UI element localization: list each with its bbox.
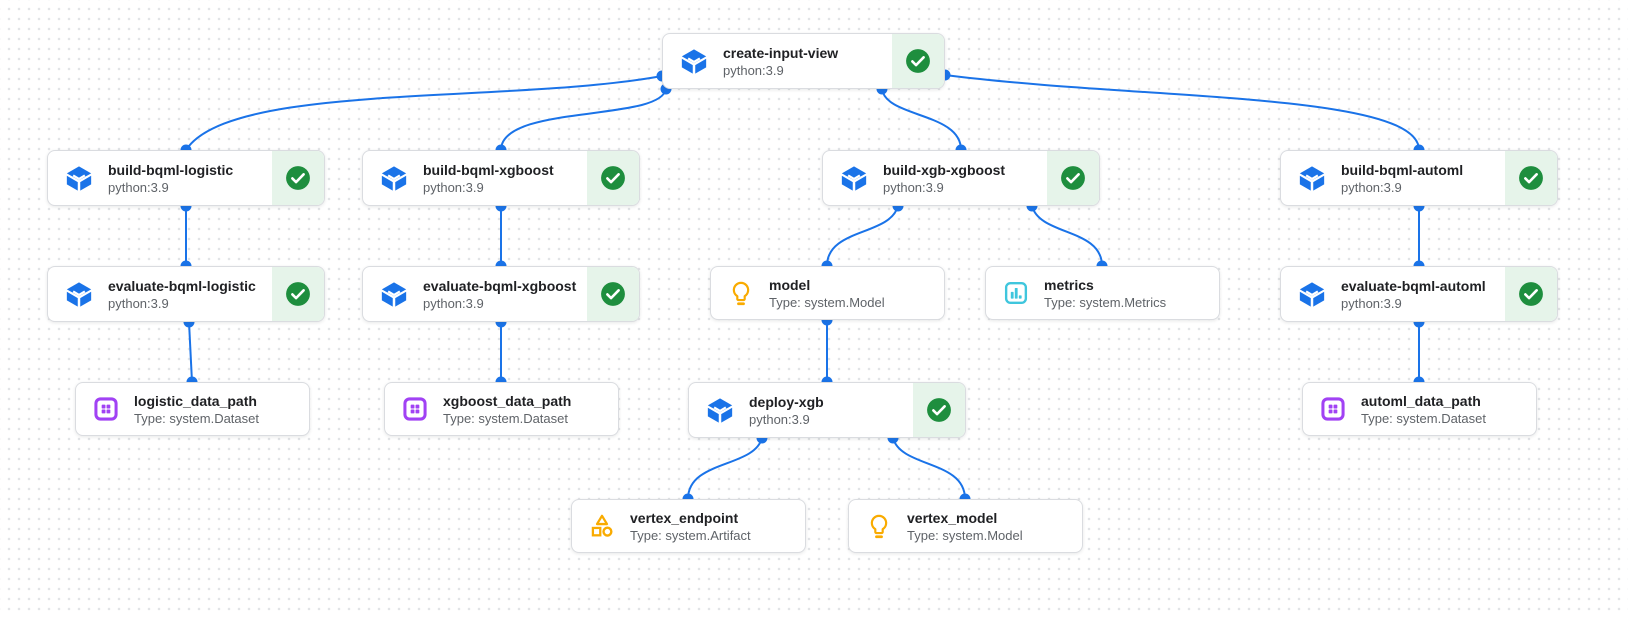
node-title: xgboost_data_path	[443, 392, 572, 409]
component-cube-icon	[380, 164, 408, 192]
status-succeeded-badge	[272, 151, 324, 205]
node-subtitle: python:3.9	[423, 295, 484, 311]
artifact-node-model[interactable]: model Type: system.Model	[710, 266, 945, 320]
node-subtitle: python:3.9	[749, 411, 810, 427]
status-succeeded-badge	[892, 34, 944, 88]
pipeline-node-deploy-xgb[interactable]: deploy-xgb python:3.9	[688, 382, 966, 438]
node-title: deploy-xgb	[749, 393, 824, 410]
dataset-grid-icon	[402, 396, 428, 422]
node-subtitle: Type: system.Dataset	[443, 410, 568, 426]
node-subtitle: python:3.9	[1341, 179, 1402, 195]
component-cube-icon	[840, 164, 868, 192]
node-title: evaluate-bqml-logistic	[108, 277, 256, 294]
component-cube-icon	[1298, 280, 1326, 308]
check-circle-icon	[1518, 165, 1544, 191]
node-subtitle: Type: system.Metrics	[1044, 294, 1167, 310]
edge-evaluate-to-logistic-data	[188, 321, 193, 383]
pipeline-node-build-xgb-xgboost[interactable]: build-xgb-xgboost python:3.9	[822, 150, 1100, 206]
bar-chart-icon	[1003, 280, 1029, 306]
component-cube-icon	[706, 396, 734, 424]
node-title: model	[769, 276, 811, 293]
check-circle-icon	[285, 281, 311, 307]
lightbulb-icon	[866, 513, 892, 539]
component-cube-icon	[65, 164, 93, 192]
check-circle-icon	[926, 397, 952, 423]
edge-deploy-to-endpoint	[687, 437, 763, 500]
artifact-node-xgboost-data-path[interactable]: xgboost_data_path Type: system.Dataset	[384, 382, 619, 436]
dataset-grid-icon	[1320, 396, 1346, 422]
node-subtitle: Type: system.Dataset	[134, 410, 259, 426]
component-cube-icon	[65, 280, 93, 308]
node-title: metrics	[1044, 276, 1094, 293]
node-title: build-bqml-automl	[1341, 161, 1464, 178]
node-title: evaluate-bqml-automl	[1341, 277, 1486, 294]
status-succeeded-badge	[587, 151, 639, 205]
node-subtitle: Type: system.Dataset	[1361, 410, 1486, 426]
check-circle-icon	[905, 48, 931, 74]
node-subtitle: python:3.9	[883, 179, 944, 195]
artifact-node-vertex-model[interactable]: vertex_model Type: system.Model	[848, 499, 1083, 553]
node-title: build-bqml-xgboost	[423, 161, 554, 178]
artifact-node-logistic-data-path[interactable]: logistic_data_path Type: system.Dataset	[75, 382, 310, 436]
node-subtitle: Type: system.Artifact	[630, 527, 751, 543]
node-title: vertex_endpoint	[630, 509, 739, 526]
edge-xgb-to-model	[826, 205, 899, 267]
edge-deploy-to-vertex-model	[892, 437, 966, 500]
node-title: vertex_model	[907, 509, 998, 526]
node-title: evaluate-bqml-xgboost	[423, 277, 577, 294]
edge-create-to-xgb-xgboost	[881, 88, 962, 151]
component-cube-icon	[1298, 164, 1326, 192]
edge-create-to-logistic	[185, 75, 663, 151]
node-subtitle: python:3.9	[108, 179, 169, 195]
check-circle-icon	[1060, 165, 1086, 191]
node-subtitle: python:3.9	[723, 62, 784, 78]
pipeline-node-evaluate-bqml-xgboost[interactable]: evaluate-bqml-xgboost python:3.9	[362, 266, 640, 322]
artifact-node-automl-data-path[interactable]: automl_data_path Type: system.Dataset	[1302, 382, 1537, 436]
node-title: create-input-view	[723, 44, 839, 61]
status-succeeded-badge	[272, 267, 324, 321]
node-subtitle: python:3.9	[423, 179, 484, 195]
node-title: build-bqml-logistic	[108, 161, 234, 178]
lightbulb-icon	[728, 280, 754, 306]
check-circle-icon	[600, 281, 626, 307]
node-title: automl_data_path	[1361, 392, 1481, 409]
node-subtitle: Type: system.Model	[907, 527, 1023, 543]
status-succeeded-badge	[1505, 151, 1557, 205]
edge-create-to-automl	[944, 74, 1420, 151]
node-title: logistic_data_path	[134, 392, 257, 409]
pipeline-node-build-bqml-automl[interactable]: build-bqml-automl python:3.9	[1280, 150, 1558, 206]
check-circle-icon	[600, 165, 626, 191]
artifact-node-vertex-endpoint[interactable]: vertex_endpoint Type: system.Artifact	[571, 499, 806, 553]
pipeline-node-build-bqml-xgboost[interactable]: build-bqml-xgboost python:3.9	[362, 150, 640, 206]
pipeline-node-create-input-view[interactable]: create-input-view python:3.9	[662, 33, 945, 89]
status-succeeded-badge	[913, 383, 965, 437]
status-succeeded-badge	[587, 267, 639, 321]
edge-create-to-bqml-xgboost	[500, 88, 667, 151]
check-circle-icon	[285, 165, 311, 191]
check-circle-icon	[1518, 281, 1544, 307]
node-subtitle: python:3.9	[108, 295, 169, 311]
artifact-node-metrics[interactable]: metrics Type: system.Metrics	[985, 266, 1220, 320]
component-cube-icon	[380, 280, 408, 308]
category-shapes-icon	[589, 513, 615, 539]
pipeline-node-evaluate-bqml-automl[interactable]: evaluate-bqml-automl python:3.9	[1280, 266, 1558, 322]
node-subtitle: python:3.9	[1341, 295, 1402, 311]
component-cube-icon	[680, 47, 708, 75]
node-subtitle: Type: system.Model	[769, 294, 885, 310]
node-title: build-xgb-xgboost	[883, 161, 1006, 178]
status-succeeded-badge	[1047, 151, 1099, 205]
pipeline-node-build-bqml-logistic[interactable]: build-bqml-logistic python:3.9	[47, 150, 325, 206]
pipeline-node-evaluate-bqml-logistic[interactable]: evaluate-bqml-logistic python:3.9	[47, 266, 325, 322]
dataset-grid-icon	[93, 396, 119, 422]
status-succeeded-badge	[1505, 267, 1557, 321]
edge-xgb-to-metrics	[1031, 205, 1103, 267]
